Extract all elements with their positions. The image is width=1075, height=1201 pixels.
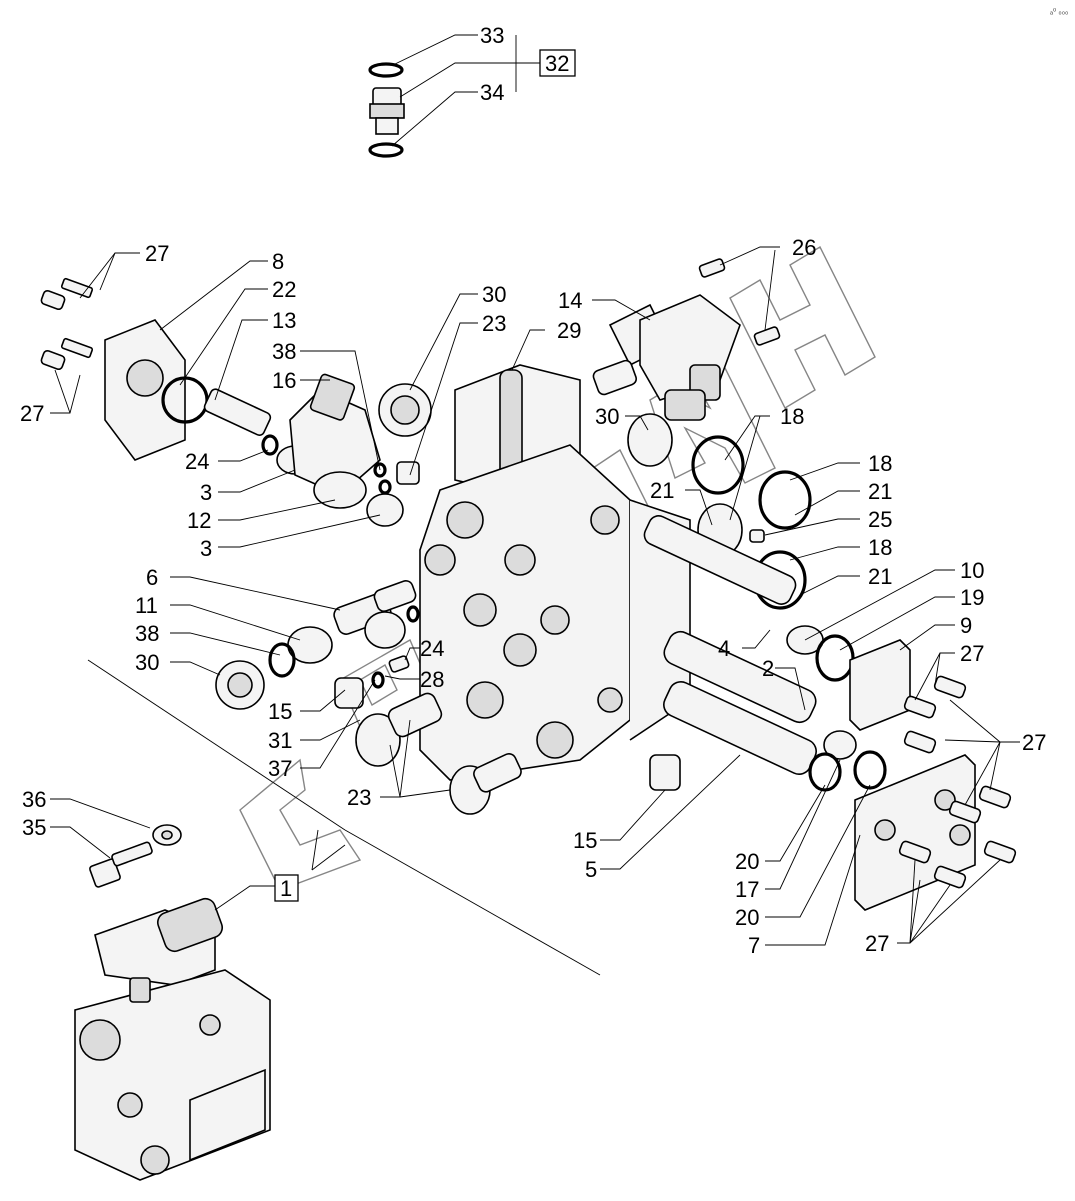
callout-33: 33: [480, 23, 504, 48]
callout-37: 37: [268, 756, 292, 781]
callout-28: 28: [420, 667, 444, 692]
callout-21: 21: [650, 478, 674, 503]
callout-14: 14: [558, 288, 582, 313]
callout-17: 17: [735, 877, 759, 902]
callout-23: 23: [482, 311, 506, 336]
callout-32: 32: [545, 51, 569, 76]
callout-21c: 21: [868, 564, 892, 589]
callout-30: 30: [482, 282, 506, 307]
callout-27e: 27: [865, 931, 889, 956]
callout-36: 36: [22, 787, 46, 812]
callout-38: 38: [272, 339, 296, 364]
callout-3: 3: [200, 480, 212, 505]
callout-24b: 24: [420, 636, 444, 661]
callout-22: 22: [272, 277, 296, 302]
callout-18c: 18: [868, 535, 892, 560]
bracket-32: [515, 35, 540, 92]
callout-34: 34: [480, 80, 504, 105]
callout-30c: 30: [135, 650, 159, 675]
callout-25: 25: [868, 507, 892, 532]
main-valve-body: [419, 364, 691, 781]
callout-5: 5: [585, 857, 597, 882]
callout-4: 4: [718, 636, 730, 661]
callout-6: 6: [146, 565, 158, 590]
guide-lines: [87, 659, 601, 976]
callout-3b: 3: [200, 536, 212, 561]
solenoid-14: [592, 294, 741, 421]
callout-27c: 27: [960, 641, 984, 666]
callout-13: 13: [272, 308, 296, 333]
callout-1: 1: [280, 876, 292, 901]
box-1: [274, 874, 299, 902]
callout-18: 18: [780, 404, 804, 429]
leader-lines: [50, 34, 1020, 946]
callout-16: 16: [272, 368, 296, 393]
callout-29: 29: [557, 318, 581, 343]
callout-18b: 18: [868, 451, 892, 476]
callout-27b: 27: [20, 401, 44, 426]
callout-20: 20: [735, 849, 759, 874]
cover-plate-9: [849, 639, 911, 731]
callout-15b: 15: [573, 828, 597, 853]
callout-35: 35: [22, 815, 46, 840]
callout-26: 26: [792, 235, 816, 260]
callout-11: 11: [135, 593, 158, 618]
callout-9: 9: [960, 613, 972, 638]
overall-assembly-1: [74, 897, 271, 1181]
callout-30b: 30: [595, 404, 619, 429]
plug-15-right: [649, 754, 681, 791]
cover-plate-8: [104, 319, 209, 461]
bolt-35: [89, 841, 153, 888]
callout-27: 27: [145, 241, 169, 266]
callout-20b: 20: [735, 905, 759, 930]
box-32: [539, 49, 576, 77]
valve-group-mid-left: [215, 579, 522, 815]
fitting-assembly: [368, 62, 405, 158]
spool-5: [663, 681, 887, 792]
callout-15: 15: [268, 699, 292, 724]
callout-24: 24: [185, 449, 209, 474]
callout-labels: 33 32 34 27 8 22 13 38 16 24 3 12 3 27 3…: [20, 23, 1046, 958]
plugs-30-23-top: [378, 383, 432, 485]
callout-38b: 38: [135, 621, 159, 646]
spool-2: [663, 630, 817, 724]
callout-7: 7: [748, 933, 760, 958]
valve-group-left: [203, 373, 404, 527]
callout-12: 12: [187, 508, 211, 533]
callout-23b: 23: [347, 785, 371, 810]
callout-19: 19: [960, 585, 984, 610]
bolts-27-left: [40, 277, 94, 371]
washer-36: [152, 824, 182, 846]
callout-10: 10: [960, 558, 984, 583]
bolts-27-right: [898, 675, 1017, 889]
corner-mark: ₐ⁰ ₀₀₀: [1050, 7, 1068, 16]
callout-27d: 27: [1022, 730, 1046, 755]
callout-21b: 21: [868, 479, 892, 504]
callout-8: 8: [272, 249, 284, 274]
callout-2: 2: [762, 656, 774, 681]
callout-31: 31: [268, 728, 292, 753]
